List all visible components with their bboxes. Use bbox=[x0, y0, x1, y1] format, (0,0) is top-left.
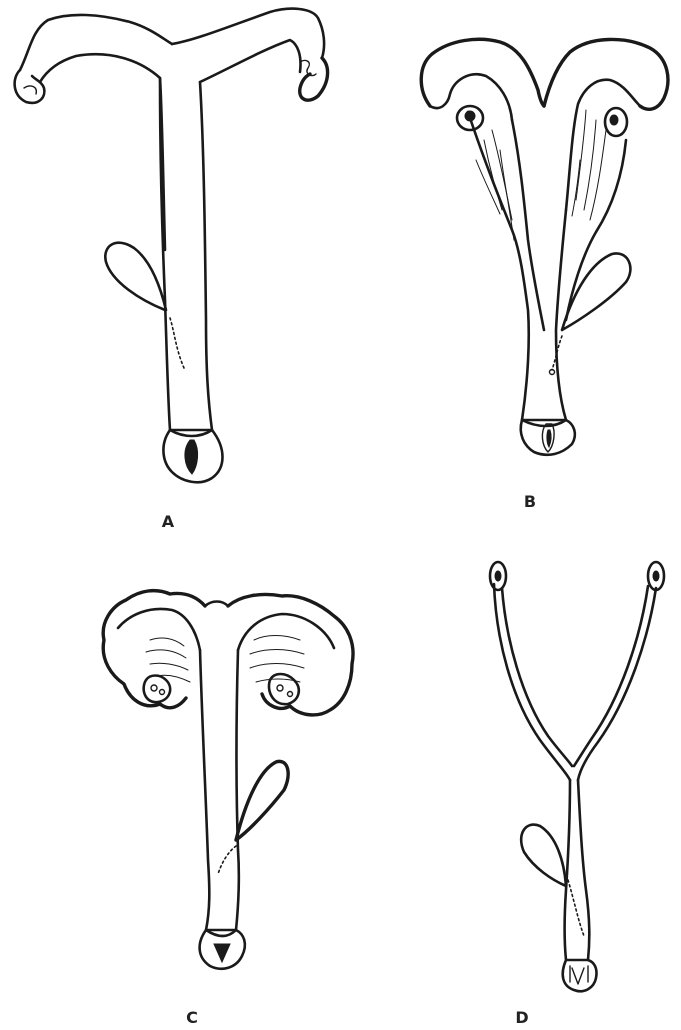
panel-label-a: A bbox=[158, 512, 178, 531]
panel-a-stem-left bbox=[160, 78, 170, 430]
panel-a-balloon bbox=[105, 243, 166, 310]
panel-b-right-striation-4 bbox=[572, 160, 580, 216]
panel-d-left-arm-inner bbox=[502, 588, 572, 766]
panel-d-stem-left bbox=[565, 780, 571, 960]
panel-c-top-connection bbox=[205, 602, 228, 607]
panel-label-b: B bbox=[520, 492, 540, 511]
panel-b-left-striation-3 bbox=[500, 150, 514, 240]
panel-d-right-arm-inner bbox=[574, 586, 648, 766]
panel-b-drawing bbox=[421, 39, 668, 455]
panel-c-right-ovary-dot-2 bbox=[288, 692, 293, 697]
panel-a-stem-right bbox=[200, 82, 212, 430]
panel-a-outline-inner-top bbox=[40, 54, 165, 250]
panel-d-balloon bbox=[521, 825, 566, 886]
panel-d-os-v bbox=[572, 968, 584, 984]
panel-b-right-horn bbox=[544, 39, 668, 109]
panel-d-cervix bbox=[563, 960, 597, 991]
panel-a-outline-inner-right bbox=[200, 40, 301, 82]
panel-a-left-knob-inner bbox=[24, 86, 36, 94]
panel-c-drawing bbox=[103, 591, 353, 969]
panel-a-right-knob bbox=[300, 58, 328, 100]
panel-b-right-ovary-core bbox=[610, 115, 618, 125]
panel-c-right-ovary-dot-1 bbox=[277, 685, 283, 691]
panel-c-duct bbox=[218, 846, 236, 874]
panel-a-outline-left bbox=[20, 15, 172, 70]
panel-d-right-bulb-core bbox=[653, 571, 659, 581]
panel-c-right-wing-inner bbox=[238, 614, 334, 650]
panel-c-stem-right bbox=[236, 650, 239, 930]
panel-a-outline-right bbox=[172, 9, 324, 58]
panel-d-right-arm-outer bbox=[578, 588, 656, 780]
panel-b-left-ovary-core bbox=[465, 111, 475, 121]
panel-b-right-striation-2 bbox=[584, 120, 596, 210]
panel-d-left-bulb-core bbox=[495, 571, 501, 581]
panel-b-right-limb-outer bbox=[566, 140, 626, 320]
panel-b-right-striation-1 bbox=[576, 110, 586, 200]
panel-c-left-wing-inner bbox=[118, 609, 200, 650]
panel-c-left-striation-3 bbox=[150, 663, 188, 670]
panel-b-right-limb-inner bbox=[556, 210, 566, 420]
panel-label-c: C bbox=[182, 1008, 202, 1027]
panel-c-right-striation-2 bbox=[250, 650, 304, 655]
panel-c-os bbox=[214, 944, 230, 962]
panel-c-left-striation-1 bbox=[150, 638, 184, 646]
panel-d-drawing bbox=[490, 562, 664, 991]
panel-b-right-striation-3 bbox=[590, 130, 606, 220]
panel-c-stem-left bbox=[200, 650, 209, 930]
panel-b-left-horn bbox=[421, 39, 544, 106]
panel-c-left-ovary-dot-1 bbox=[151, 685, 157, 691]
panel-c-left-ovary-dot-2 bbox=[160, 690, 165, 695]
panel-c-balloon bbox=[236, 761, 288, 840]
panel-a-os bbox=[185, 440, 198, 474]
panel-a-right-knob-detail bbox=[300, 60, 316, 75]
panel-c-right-striation-1 bbox=[254, 636, 300, 641]
panel-c-left-striation-2 bbox=[146, 650, 186, 658]
panel-a-duct bbox=[170, 318, 184, 368]
panel-label-d: D bbox=[512, 1008, 532, 1027]
panel-b-os bbox=[547, 430, 551, 447]
panel-d-duct bbox=[568, 880, 584, 936]
panel-b-left-limb-inner bbox=[512, 120, 544, 330]
panel-a-drawing bbox=[15, 9, 328, 483]
panel-c-right-striation-3 bbox=[250, 664, 304, 669]
